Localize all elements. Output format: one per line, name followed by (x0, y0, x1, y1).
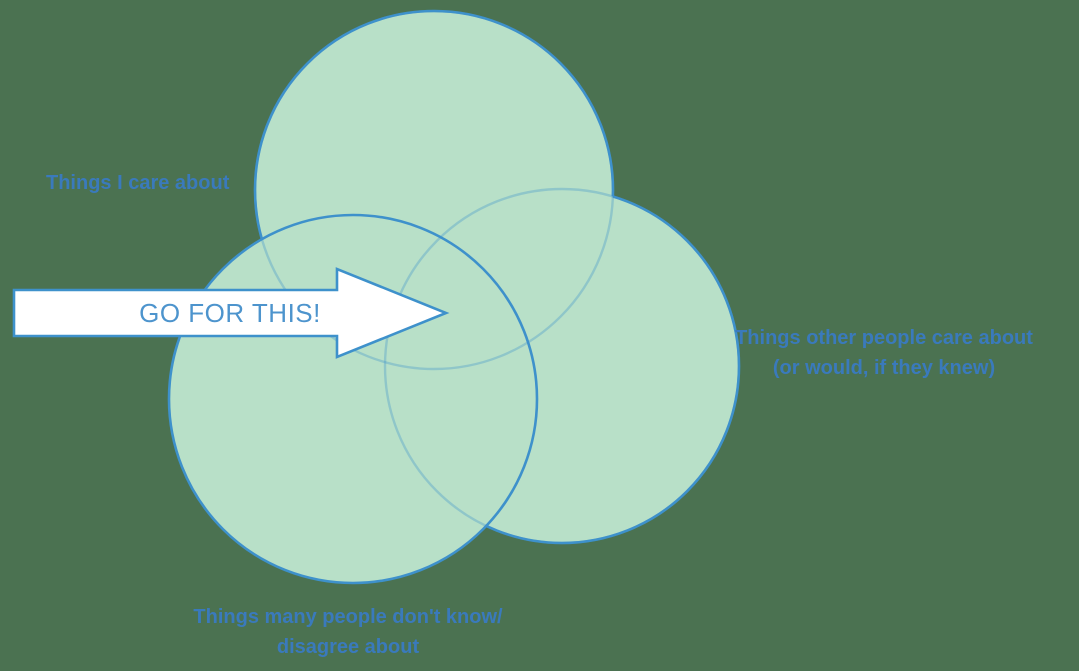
label-line-2: disagree about (276, 636, 420, 658)
label-line-1: Things other people care about (735, 327, 1033, 349)
label-things-other-people-care-about: Things other people care about (or would… (734, 323, 1034, 383)
circle-outline-bottom-left (167, 213, 539, 585)
circle-outline-top (253, 9, 615, 371)
circle-outline-right (383, 187, 741, 545)
label-line-1: Things many people don't know/ (193, 606, 503, 628)
circle-things-many-people-dont-know (169, 215, 537, 583)
arrow-shape (12, 267, 450, 359)
label-things-many-people-dont-know: Things many people don't know/ disagree … (178, 602, 518, 662)
label-things-i-care-about: Things I care about (46, 172, 230, 194)
arrow-label: GO FOR THIS! (139, 298, 321, 328)
label-line-2: (or would, if they knew) (772, 357, 996, 379)
